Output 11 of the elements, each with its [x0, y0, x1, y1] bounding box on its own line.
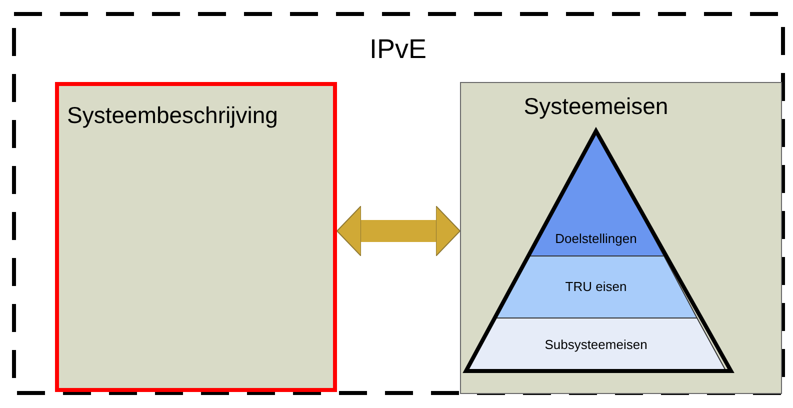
double-arrow	[336, 206, 460, 256]
band-label: Subsysteemeisen	[544, 337, 648, 352]
pyramid-middle-band	[495, 256, 697, 318]
requirements-panel	[460, 82, 782, 394]
panel-title: Systeemeisen	[524, 93, 668, 120]
system-box	[55, 82, 337, 392]
dashed-frame	[12, 12, 785, 395]
band-label: TRU eisen	[565, 279, 627, 294]
band-label: Doelstellingen	[555, 231, 637, 246]
box-title: Systeembeschrijving	[67, 102, 278, 130]
frame-title: IPvE	[369, 34, 427, 65]
